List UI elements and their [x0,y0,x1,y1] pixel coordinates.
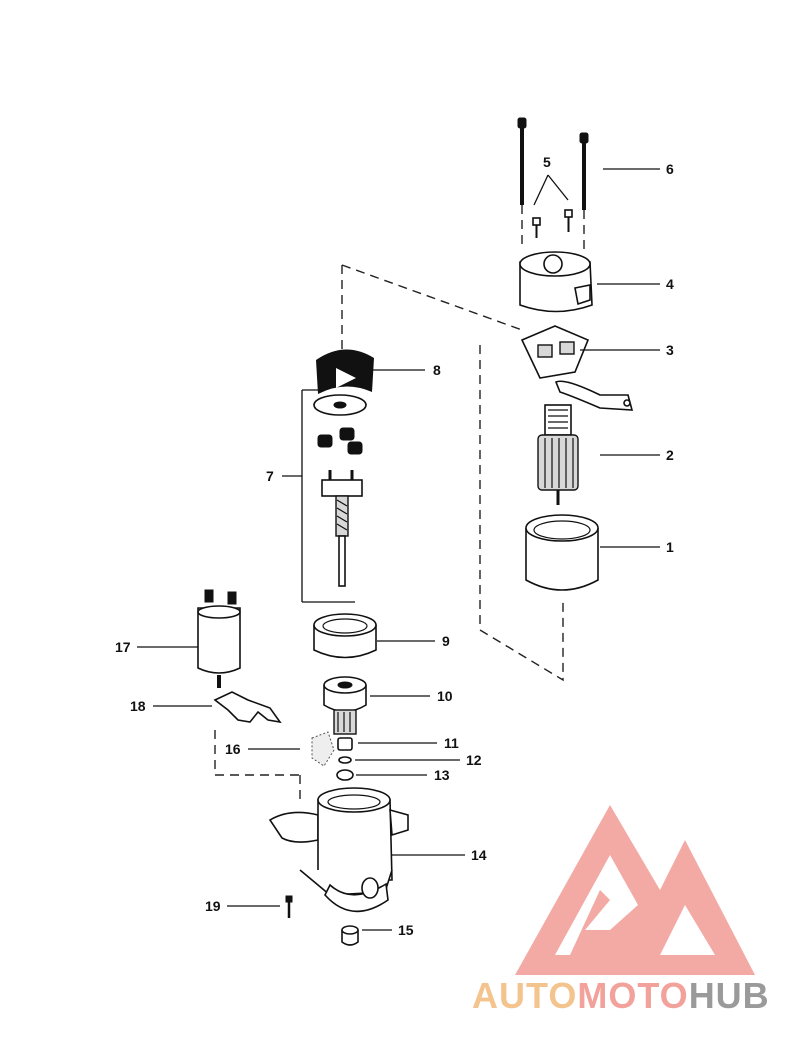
part-19-screw [285,895,293,918]
part-1-field-frame [525,514,599,591]
part-17-solenoid [197,589,241,688]
automotohub-watermark: AUTOMOTOHUB [472,805,770,1016]
part-3-brush-plate [520,325,634,411]
callout-7: 7 [266,468,274,484]
watermark-auto: AUTO [472,975,577,1016]
triangle-logo-icon [515,805,755,975]
callout-15: 15 [398,922,414,938]
callout-4: 4 [666,276,674,292]
callout-16: 16 [225,741,241,757]
callout-8: 8 [433,362,441,378]
parts-11-12-13-retainers [336,737,354,781]
part-18-shift-lever [213,691,282,724]
leader-lines [137,168,660,931]
callout-3: 3 [666,342,674,358]
svg-text:AUTOMOTOHUB: AUTOMOTOHUB [472,975,770,1016]
part-14-drive-housing [268,787,409,913]
part-9-ring-gear [313,613,377,659]
part-7-planetary-gear-set [313,394,367,587]
callout-6: 6 [666,161,674,177]
part-2-armature [537,404,579,505]
part-5-screws [532,209,573,238]
part-16-cover [311,731,335,767]
part-4-end-cap [519,251,593,313]
callout-10: 10 [437,688,453,704]
watermark-moto: MOTO [577,975,688,1016]
watermark-hub: HUB [689,975,770,1016]
part-8-seal [316,349,374,394]
part-15-bushing [341,925,359,946]
callout-2: 2 [666,447,674,463]
callout-17: 17 [115,639,131,655]
callout-5: 5 [543,154,551,170]
callout-14: 14 [471,847,487,863]
callout-18: 18 [130,698,146,714]
callout-11: 11 [444,735,459,751]
assembly-guide-lines [214,264,564,805]
callout-19: 19 [205,898,221,914]
callout-labels: 1 2 3 4 5 6 7 8 9 10 11 12 13 14 15 16 1… [115,154,674,938]
part-10-drive-pinion [323,676,367,735]
callout-9: 9 [442,633,450,649]
callout-13: 13 [434,767,450,783]
part-6-through-bolts [517,117,589,255]
callout-12: 12 [466,752,482,768]
callout-1: 1 [666,539,674,555]
